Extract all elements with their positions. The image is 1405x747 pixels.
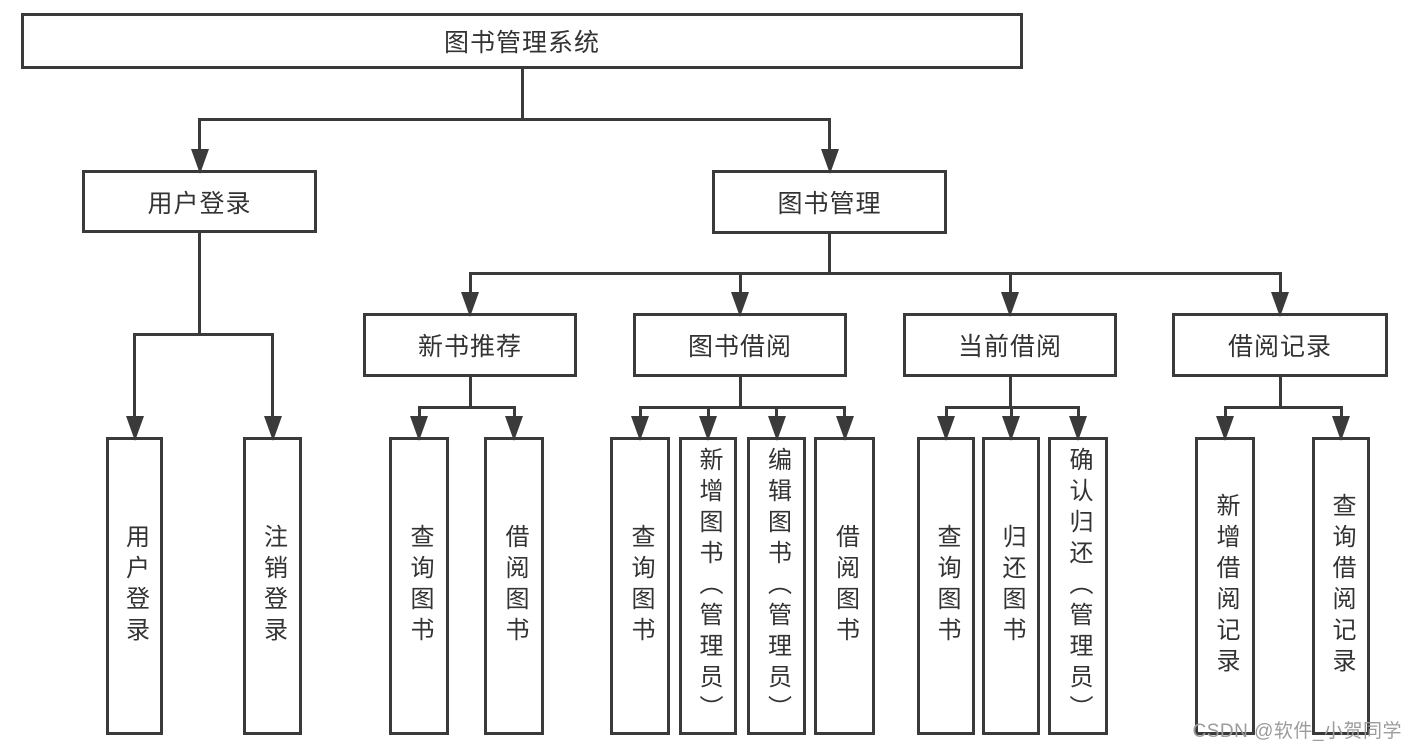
arrow-down-icon (820, 149, 839, 174)
arrow-down-icon (125, 416, 144, 441)
edge-line (706, 406, 710, 417)
edge-line (638, 406, 642, 417)
node-leaf-query-book-current: 查询图书 (917, 437, 975, 735)
node-label-leaf-add-borrow-record: 新增借阅记录 (1212, 493, 1239, 679)
node-root: 图书管理系统 (21, 13, 1023, 69)
edge-line (1009, 406, 1013, 417)
arrow-down-icon (1001, 292, 1019, 317)
edge-line (738, 272, 742, 293)
edge-line (1278, 272, 1282, 293)
node-new-book-recommend: 新书推荐 (363, 313, 577, 377)
node-leaf-add-borrow-record: 新增借阅记录 (1195, 437, 1255, 735)
node-label-leaf-query-book-recommend: 查询图书 (406, 524, 433, 648)
node-label-leaf-confirm-return-admin: 确认归还（管理员） (1065, 446, 1092, 726)
node-label-root: 图书管理系统 (443, 29, 600, 57)
edge-line (133, 333, 274, 336)
arrow-down-icon (699, 416, 717, 441)
node-borrow-records: 借阅记录 (1172, 313, 1388, 377)
node-label-current-borrow: 当前借阅 (957, 333, 1062, 361)
edge-line (843, 406, 846, 417)
edge-line (520, 69, 524, 121)
node-label-borrow-records: 借阅记录 (1227, 333, 1332, 361)
arrow-down-icon (505, 416, 523, 441)
edge-line (1278, 377, 1282, 409)
node-leaf-borrow-book-recommend: 借阅图书 (484, 437, 544, 735)
edge-line (638, 406, 846, 409)
node-label-new-book-recommend: 新书推荐 (417, 333, 522, 361)
edge-line (133, 333, 136, 417)
edge-line (1223, 406, 1227, 417)
edge-line (1076, 406, 1080, 417)
arrow-down-icon (1332, 416, 1350, 441)
node-label-leaf-query-borrow-record: 查询借阅记录 (1328, 493, 1355, 679)
edge-line (468, 272, 472, 293)
node-leaf-return-book: 归还图书 (982, 437, 1040, 735)
node-label-leaf-add-book-admin: 新增图书（管理员） (695, 446, 722, 726)
node-book-borrow: 图书借阅 (633, 313, 847, 377)
edge-line (198, 118, 201, 150)
node-leaf-query-book-borrow: 查询图书 (610, 437, 670, 735)
edge-line (944, 406, 948, 417)
edge-line (1339, 406, 1343, 417)
node-leaf-confirm-return-admin: 确认归还（管理员） (1048, 437, 1108, 735)
node-leaf-query-book-recommend: 查询图书 (389, 437, 449, 735)
edge-line (271, 333, 274, 417)
node-user-login-branch: 用户登录 (82, 170, 317, 233)
node-label-user-login-branch: 用户登录 (147, 189, 252, 218)
arrow-down-icon (767, 416, 786, 441)
arrow-down-icon (1069, 416, 1087, 441)
arrow-down-icon (1271, 292, 1289, 317)
arrow-down-icon (1002, 416, 1020, 441)
node-label-leaf-edit-book-admin: 编辑图书（管理员） (763, 446, 791, 726)
arrow-down-icon (937, 416, 955, 441)
arrow-down-icon (410, 416, 428, 441)
watermark: CSDN @软件_小贺同学 (1192, 721, 1402, 742)
edge-line (828, 234, 831, 275)
node-leaf-borrow-book-borrow: 借阅图书 (814, 437, 875, 735)
edge-line (775, 406, 778, 417)
arrow-down-icon (190, 149, 209, 174)
arrow-down-icon (461, 292, 479, 317)
node-leaf-add-book-admin: 新增图书（管理员） (679, 437, 737, 735)
arrow-down-icon (835, 416, 854, 441)
edge-line (417, 406, 516, 409)
edge-line (1008, 272, 1012, 293)
node-current-borrow: 当前借阅 (903, 313, 1117, 377)
edge-line (512, 406, 516, 417)
arrow-down-icon (1216, 416, 1234, 441)
edge-line (198, 233, 201, 336)
node-label-leaf-query-book-current: 查询图书 (933, 524, 960, 648)
node-leaf-user-login: 用户登录 (106, 437, 163, 735)
node-label-leaf-user-login: 用户登录 (121, 524, 149, 648)
edge-line (468, 377, 472, 409)
edge-line (738, 377, 742, 409)
node-label-leaf-borrow-book-borrow: 借阅图书 (831, 524, 859, 648)
node-label-book-management-branch: 图书管理 (777, 190, 882, 218)
edge-line (198, 118, 831, 121)
edge-line (828, 118, 831, 150)
node-label-book-borrow: 图书借阅 (687, 333, 792, 361)
edge-line (1008, 377, 1012, 409)
node-leaf-logout: 注销登录 (243, 437, 302, 735)
node-label-leaf-return-book: 归还图书 (998, 524, 1025, 648)
node-leaf-edit-book-admin: 编辑图书（管理员） (747, 437, 806, 735)
node-label-leaf-borrow-book-recommend: 借阅图书 (501, 524, 528, 648)
arrow-down-icon (631, 416, 649, 441)
arrow-down-icon (263, 416, 282, 441)
node-leaf-query-borrow-record: 查询借阅记录 (1312, 437, 1370, 735)
node-label-leaf-query-book-borrow: 查询图书 (627, 524, 654, 648)
edge-line (1223, 406, 1343, 409)
node-label-leaf-logout: 注销登录 (259, 524, 287, 648)
edge-line (468, 272, 1282, 275)
arrow-down-icon (731, 292, 749, 317)
edge-line (417, 406, 421, 417)
node-book-management-branch: 图书管理 (712, 170, 947, 234)
